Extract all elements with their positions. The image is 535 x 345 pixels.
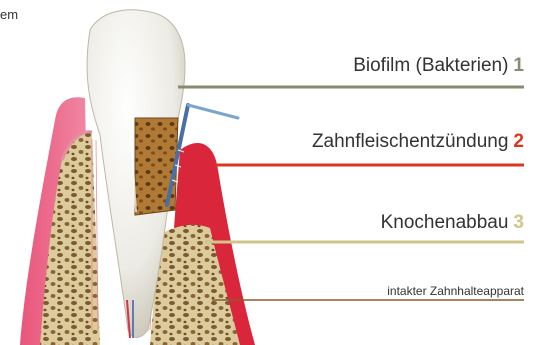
label-gingivitis-number: 2 — [513, 131, 524, 152]
label-biofilm: Biofilm (Bakterien)1 — [353, 55, 524, 77]
biofilm-calculus — [130, 118, 178, 215]
label-bone-loss-text: Knochenabbau — [381, 212, 509, 233]
label-bone-loss-number: 3 — [513, 212, 524, 233]
label-intact-periodontium: intakter Zahnhalteapparat — [387, 284, 524, 298]
label-biofilm-number: 1 — [513, 55, 524, 76]
label-intact-text: intakter Zahnhalteapparat — [387, 284, 524, 298]
label-gingivitis-text: Zahnfleischentzündung — [312, 131, 508, 152]
label-biofilm-text: Biofilm (Bakterien) — [353, 55, 508, 76]
